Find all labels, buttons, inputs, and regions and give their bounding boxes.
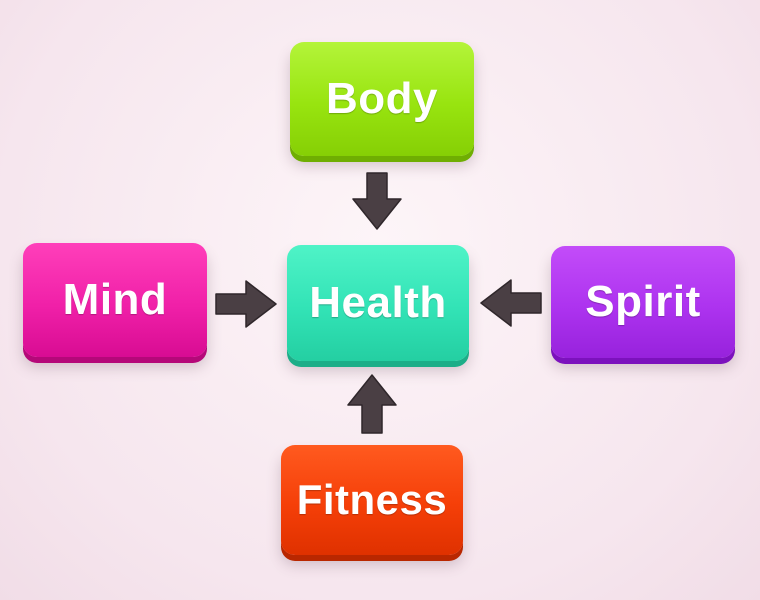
mind-node: Mind xyxy=(23,243,207,357)
fitness-node: Fitness xyxy=(281,445,463,555)
spirit-node: Spirit xyxy=(551,246,735,358)
arrow-mind-to-health-icon xyxy=(215,280,277,328)
health-node: Health xyxy=(287,245,469,361)
fitness-label: Fitness xyxy=(296,476,448,523)
spirit-label: Spirit xyxy=(585,277,701,326)
arrow-spirit-to-health-icon xyxy=(480,279,542,327)
health-label: Health xyxy=(309,278,447,327)
body-node: Body xyxy=(290,42,474,156)
body-label: Body xyxy=(326,74,438,123)
arrow-fitness-to-health-icon xyxy=(347,374,397,434)
arrow-body-to-health-icon xyxy=(352,172,402,230)
mind-label: Mind xyxy=(62,275,168,324)
